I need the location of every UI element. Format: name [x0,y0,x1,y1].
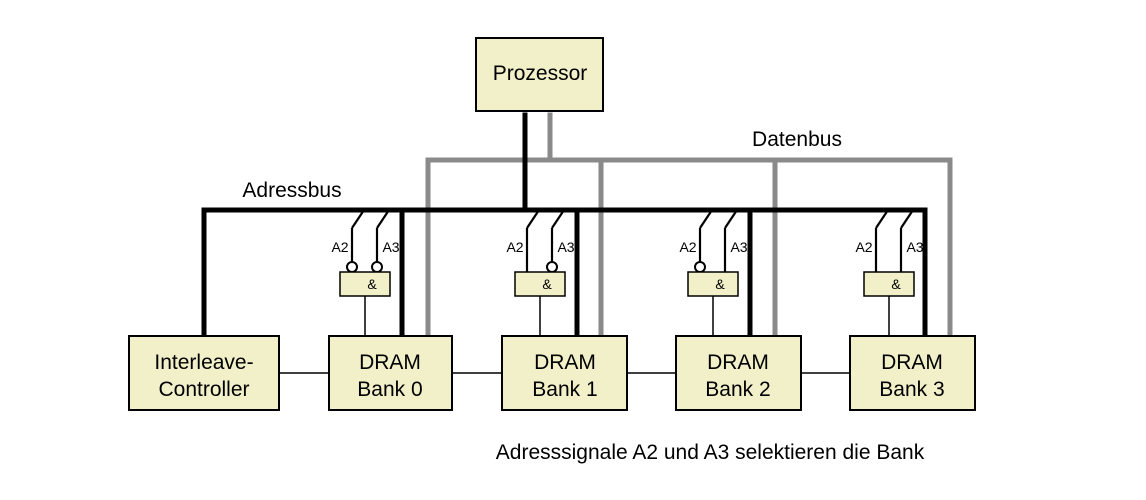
and-gate-symbol: & [715,276,725,292]
processor-label: Prozessor [493,62,588,85]
bank-2: A2 A3 & DRAM Bank 2 [675,209,802,411]
a2-label: A2 [679,239,696,255]
a3-label: A3 [382,239,399,255]
and-gate-symbol: & [367,276,377,292]
bank-0: A2 A3 & DRAM Bank 0 [328,209,453,411]
bank-label-line1: DRAM [707,351,769,374]
datenbus-label: Datenbus [752,128,842,151]
and-gate [339,271,391,297]
processor-block: Prozessor [475,37,604,112]
and-gate [687,271,739,297]
a3-inverter-bubble [371,261,383,273]
bank-label-line1: DRAM [359,351,421,374]
a3-label: A3 [557,239,574,255]
a3-inverter-bubble [546,261,558,273]
caption: Adresssignale A2 und A3 selektieren die … [496,441,925,464]
a2-inverter-bubble [694,261,706,273]
bank-1: A2 A3 & DRAM Bank 1 [501,209,628,411]
controller-label-line1: Interleave- [154,351,253,374]
bank-label-line2: Bank 2 [705,378,770,401]
data-bus [425,112,953,338]
controller-label-line2: Controller [158,378,249,401]
bank-label-line1: DRAM [534,351,596,374]
a3-label: A3 [730,239,747,255]
interleave-controller-block: Interleave- Controller [128,335,280,411]
and-gate [863,271,915,297]
a2-label: A2 [331,239,348,255]
address-bus [201,112,928,338]
and-gate [514,271,566,297]
bank-label-line2: Bank 1 [532,378,597,401]
bank-label-line2: Bank 3 [879,378,944,401]
a3-label: A3 [906,239,923,255]
bank-3: A2 A3 & DRAM Bank 3 [849,209,976,411]
adressbus-label: Adressbus [242,179,341,202]
bank-label-line2: Bank 0 [357,378,422,401]
a2-label: A2 [506,239,523,255]
a2-inverter-bubble [346,261,358,273]
a2-label: A2 [855,239,872,255]
and-gate-symbol: & [891,276,901,292]
and-gate-symbol: & [542,276,552,292]
bank-label-line1: DRAM [881,351,943,374]
